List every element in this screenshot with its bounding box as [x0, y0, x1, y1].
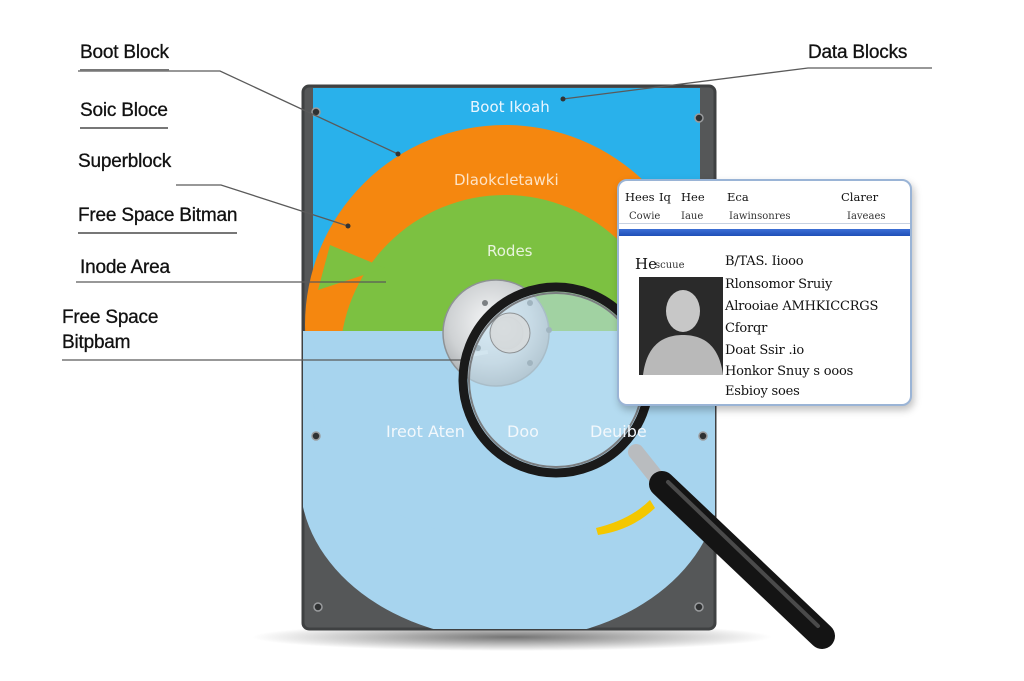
card-header-cell: Eca: [727, 190, 749, 204]
card-title-bar: [619, 229, 910, 236]
label-data-blocks: Data Blocks: [808, 42, 908, 63]
yellow-accent: [596, 500, 655, 535]
avatar: [639, 277, 723, 375]
screw-icon: [313, 602, 323, 612]
card-field: Doat Ssir .io: [725, 343, 804, 358]
card-header-cell: Hee: [681, 190, 705, 204]
green-band-label: Rodes: [487, 242, 533, 260]
card-subheader-cell: Cowie: [629, 211, 661, 222]
top-band-label: Boot Ikoah: [470, 98, 550, 116]
card-field: B/TAS. Iiooo: [725, 254, 804, 269]
card-he-label: He: [635, 255, 657, 273]
label-soic-bloce: Soic Bloce: [80, 98, 168, 129]
card-field: Honkor Snuy s ooos: [725, 364, 854, 379]
label-free-space-bitpbam: Free Space Bitpbam: [62, 307, 159, 353]
card-field: Cforqr: [725, 321, 768, 336]
label-inode-area: Inode Area: [80, 257, 170, 278]
blue-right-label: Deuibe: [590, 422, 647, 441]
card-subheader-cell: Iaue: [681, 211, 704, 222]
screw-icon: [698, 431, 708, 441]
screw-icon: [694, 113, 704, 123]
label-superblock: Superblock: [78, 151, 172, 172]
screw-icon: [311, 431, 321, 441]
hard-drive: [301, 84, 717, 631]
card-header-cell: Hees: [625, 190, 655, 204]
leader-lines: [62, 67, 932, 361]
fold-notch: [318, 245, 385, 290]
magnifier: [458, 282, 835, 649]
card-header-cell: Iq: [659, 190, 671, 204]
inode-card: Hees Iq Hee Eca Clarer Cowie Iaue Iawins…: [617, 179, 912, 406]
card-header-cell: Clarer: [841, 190, 879, 204]
card-subheader-cell: Iaveaes: [847, 211, 886, 222]
label-free-space-bitman: Free Space Bitman: [78, 203, 238, 234]
card-field: Rlonsomor Sruiy: [725, 277, 833, 292]
card-field: Alrooiae AMHKICCRGS: [725, 299, 879, 314]
card-field: Esbioy soes: [725, 384, 800, 399]
blue-left-label: Ireot Aten: [386, 422, 465, 441]
card-subheader-cell: Iawinsonres: [729, 211, 791, 222]
card-he-sub: scuue: [655, 260, 685, 271]
screw-icon: [694, 602, 704, 612]
blue-mid-label: Doo: [507, 422, 539, 441]
label-boot-block: Boot Block: [80, 40, 169, 71]
orange-band-label: Dlaokcletawki: [454, 171, 559, 189]
